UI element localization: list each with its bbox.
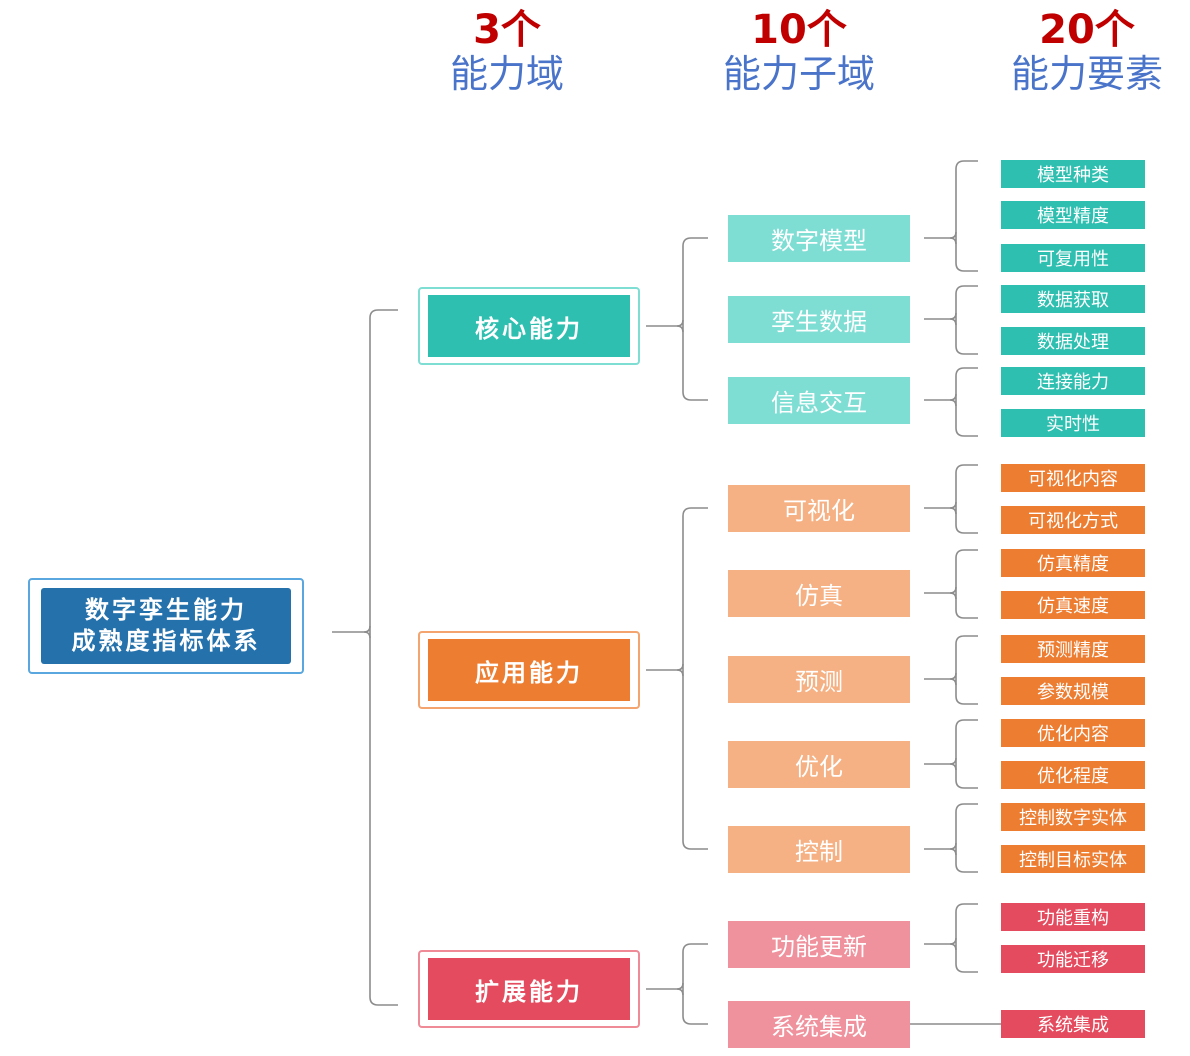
subdomain-connector-stem — [924, 842, 957, 850]
subdomain-node[interactable]: 孪生数据 — [728, 295, 910, 343]
element-node[interactable]: 数据获取 — [1001, 285, 1145, 313]
element-node[interactable]: 优化程度 — [1001, 761, 1145, 789]
header-domains: 3个 能力域 — [407, 8, 607, 96]
subdomain-connector-stem-b — [949, 592, 957, 600]
subdomain-connector-bracket — [955, 803, 978, 873]
subdomain-connector-bracket — [955, 903, 978, 973]
root-title-line1: 数字孪生能力 — [85, 596, 247, 624]
subdomain-connector-stem — [924, 501, 957, 509]
element-node[interactable]: 系统集成 — [1001, 1010, 1145, 1038]
element-node[interactable]: 仿真精度 — [1001, 549, 1145, 577]
domain-connector-stem-b — [676, 669, 684, 677]
domain-node-label: 应用能力 — [428, 639, 630, 701]
element-count: 20个 — [1039, 7, 1135, 53]
subdomain-node[interactable]: 数字模型 — [728, 214, 910, 262]
subdomain-node[interactable]: 信息交互 — [728, 376, 910, 424]
element-label: 能力要素 — [1010, 52, 1163, 96]
subdomain-connector-bracket — [955, 549, 978, 619]
domain-connector-stem-b — [676, 988, 684, 996]
subdomain-node[interactable]: 预测 — [728, 655, 910, 703]
element-node[interactable]: 优化内容 — [1001, 719, 1145, 747]
root-node-label: 数字孪生能力 成熟度指标体系 — [41, 588, 291, 664]
element-node[interactable]: 可视化方式 — [1001, 506, 1145, 534]
subdomain-node[interactable]: 仿真 — [728, 569, 910, 617]
subdomain-connector-stem — [924, 586, 957, 594]
element-node[interactable]: 连接能力 — [1001, 367, 1145, 395]
element-node[interactable]: 模型精度 — [1001, 201, 1145, 229]
subdomain-connector-stem — [924, 312, 957, 320]
element-node[interactable]: 参数规模 — [1001, 677, 1145, 705]
subdomain-connector-stem-b — [949, 399, 957, 407]
element-node[interactable]: 功能重构 — [1001, 903, 1145, 931]
domain-connector-stem — [646, 982, 684, 990]
subdomain-connector-stem-b — [949, 848, 957, 856]
domain-node[interactable]: 应用能力 — [418, 631, 640, 709]
subdomain-connector-bracket — [955, 635, 978, 705]
subdomain-connector-stem-b — [949, 507, 957, 515]
domain-label: 能力域 — [449, 52, 564, 96]
subdomain-connector-stem-b — [949, 943, 957, 951]
domain-node[interactable]: 核心能力 — [418, 287, 640, 365]
element-node[interactable]: 可视化内容 — [1001, 464, 1145, 492]
element-node[interactable]: 实时性 — [1001, 409, 1145, 437]
subdomain-connector-stem-b — [949, 763, 957, 771]
element-node[interactable]: 可复用性 — [1001, 244, 1145, 272]
element-node[interactable]: 控制数字实体 — [1001, 803, 1145, 831]
element-node[interactable]: 控制目标实体 — [1001, 845, 1145, 873]
root-node[interactable]: 数字孪生能力 成熟度指标体系 — [28, 578, 304, 674]
subdomain-connector-bracket — [955, 160, 978, 272]
root-connector-stem-b — [363, 631, 371, 639]
subdomain-node[interactable]: 系统集成 — [728, 1000, 910, 1048]
subdomain-connector-bracket — [955, 464, 978, 534]
element-node[interactable]: 仿真速度 — [1001, 591, 1145, 619]
subdomain-node[interactable]: 可视化 — [728, 484, 910, 532]
subdomain-connector-stem-b — [949, 678, 957, 686]
domain-connector-stem — [646, 319, 684, 327]
subdomain-node[interactable]: 功能更新 — [728, 920, 910, 968]
element-node[interactable]: 功能迁移 — [1001, 945, 1145, 973]
element-node[interactable]: 预测精度 — [1001, 635, 1145, 663]
subdomain-connector-stem — [924, 672, 957, 680]
subdomain-connector-stem — [924, 393, 957, 401]
domain-connector-stem — [646, 663, 684, 671]
subdomain-label: 能力子域 — [722, 52, 875, 96]
domain-count: 3个 — [473, 7, 541, 53]
subdomain-connector-stem — [924, 231, 957, 239]
subdomain-node[interactable]: 控制 — [728, 825, 910, 873]
root-connector-bracket — [369, 309, 398, 1006]
subdomain-connector-bracket — [955, 719, 978, 789]
domain-connector-stem-b — [676, 325, 684, 333]
subdomain-connector-bracket — [955, 367, 978, 437]
subdomain-connector-bracket — [955, 285, 978, 355]
subdomain-connector-stem-b — [949, 318, 957, 326]
subdomain-connector-stem-b — [949, 237, 957, 245]
root-connector-stem — [332, 625, 371, 633]
domain-node-label: 扩展能力 — [428, 958, 630, 1020]
domain-connector-bracket — [682, 507, 708, 850]
domain-node-label: 核心能力 — [428, 295, 630, 357]
domain-node[interactable]: 扩展能力 — [418, 950, 640, 1028]
subdomain-connector-stem — [924, 757, 957, 765]
element-node[interactable]: 模型种类 — [1001, 160, 1145, 188]
subdomain-node[interactable]: 优化 — [728, 740, 910, 788]
domain-connector-bracket — [682, 943, 708, 1025]
root-title-line2: 成熟度指标体系 — [71, 627, 261, 655]
domain-connector-bracket — [682, 237, 708, 401]
element-node[interactable]: 数据处理 — [1001, 327, 1145, 355]
subdomain-count: 10个 — [751, 7, 847, 53]
header-elements: 20个 能力要素 — [987, 8, 1187, 96]
subdomain-connector-stem — [924, 937, 957, 945]
header-subdomains: 10个 能力子域 — [699, 8, 899, 96]
